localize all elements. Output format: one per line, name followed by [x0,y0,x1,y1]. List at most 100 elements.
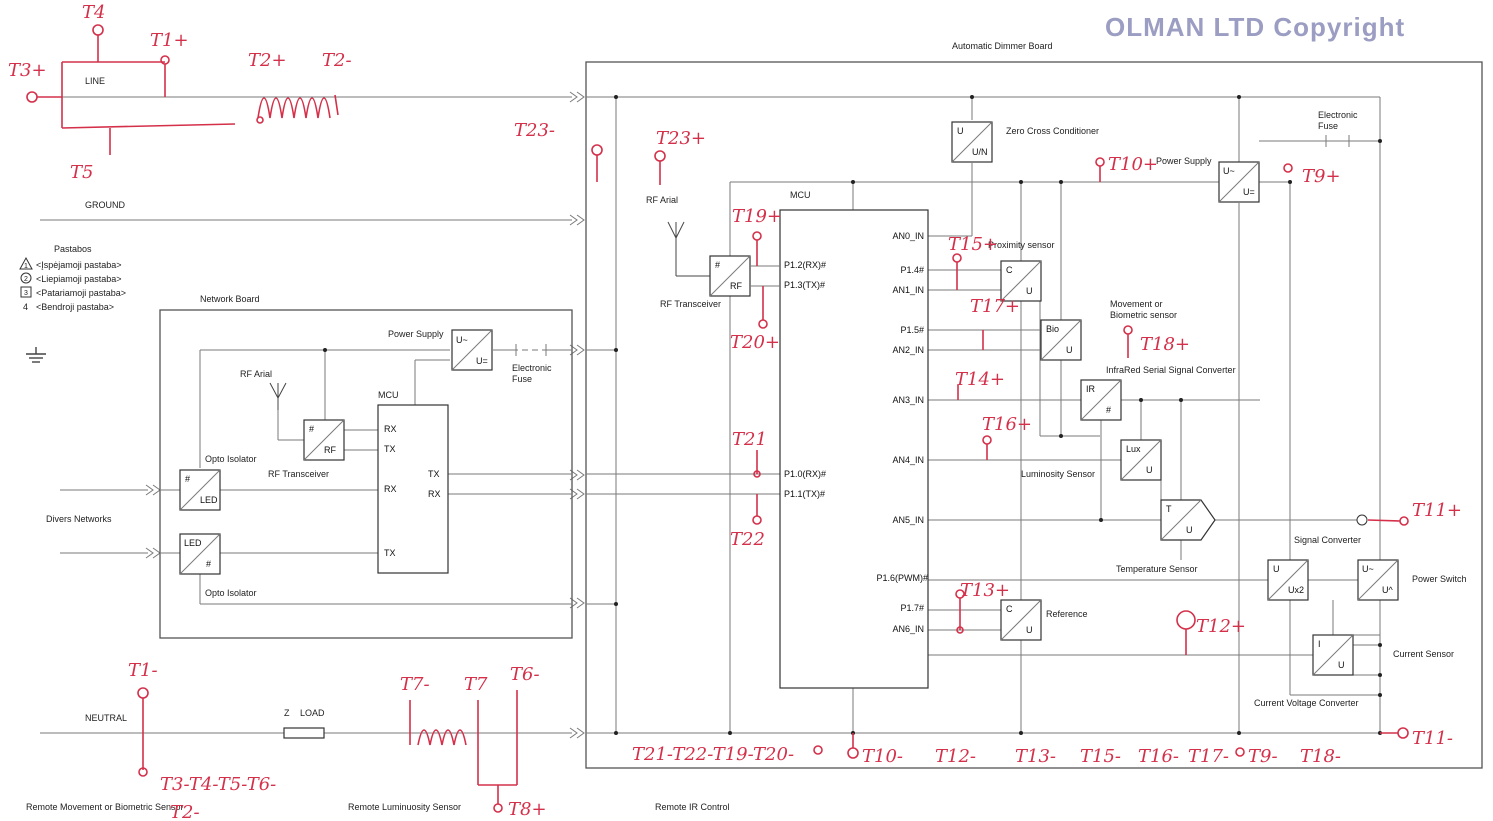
warning-triangle-icon [19,256,33,270]
proximity-out: U [1026,286,1033,296]
dimmer-rf-transceiver-label: RF Transceiver [660,299,721,309]
output-terminal [1356,514,1368,526]
tp-t2-plus: T2+ [248,50,287,71]
network-power-supply-label: Power Supply [388,329,444,339]
network-rf-out: RF [324,445,336,455]
tp-t16-minus: T16- [1138,746,1179,767]
opto2-out: # [206,559,211,569]
tp-t11-minus: T11- [1412,728,1453,749]
opto1-out: LED [200,495,218,505]
network-board: Network Board RF Arial U~ [159,294,573,639]
dimmer-antenna-icon [667,221,710,277]
mcu-pin-an6: AN6_IN [892,624,924,634]
tp-t13-plus: T13+ [960,580,1010,601]
tp-t7: T7 [464,674,488,695]
mcu-pin-p17: P1.7# [900,603,924,613]
network-mcu-pin-rx3: RX [384,484,397,494]
remote-luminosity-label: Remote Luminuosity Sensor [348,802,461,812]
network-mcu-pin-tx1: TX [384,444,396,454]
tp-t15-plus: T15+ [948,234,998,255]
opto2-in: LED [184,538,202,548]
ir-converter-label: InfraRed Serial Signal Converter [1106,365,1236,375]
network-rf-in: # [309,424,314,434]
mcu-pin-p12: P1.2(RX)# [784,260,826,270]
tp-t7-minus: T7- [400,674,430,695]
zero-cross-out: U/N [972,147,988,157]
circle-mark-icon [20,272,32,284]
legend-mark-3: 3 [24,290,28,297]
tp-t21: T21 [732,429,767,450]
network-rf-arial-label: RF Arial [240,369,272,379]
mcu-pin-an4: AN4_IN [892,455,924,465]
dimmer-board-title: Automatic Dimmer Board [952,41,1053,51]
mcu-pin-p14: P1.4# [900,265,924,275]
signal-in: U [1273,564,1280,574]
network-fuse-label-1: Electronic [512,363,552,373]
opto-bottom-label: Opto Isolator [205,588,257,598]
movement-label-2: Biometric sensor [1110,310,1177,320]
bio-out: U [1066,345,1073,355]
neutral-label: NEUTRAL [85,713,127,723]
tp-t2-minus-bottom: T2- [170,802,200,821]
legend-mark-4: 4 [23,302,28,312]
mcu-pin-p16: P1.6(PWM)# [876,573,928,583]
tp-bottom-left: T3-T4-T5-T6- [160,774,276,795]
tp-t23-plus: T23+ [656,128,706,149]
tp-t17-minus: T17- [1188,746,1229,767]
mcu-pin-p13: P1.3(TX)# [784,280,825,290]
mcu-pin-an0: AN0_IN [892,231,924,241]
current-sensor-label: Current Sensor [1393,649,1454,659]
legend-item-4: <Bendroji pastaba> [36,302,114,312]
ir-in: IR [1086,384,1096,394]
ground-label: GROUND [85,200,125,210]
dimmer-power-supply-label: Power Supply [1156,156,1212,166]
proximity-in: C [1006,265,1013,275]
cv-converter-label: Current Voltage Converter [1254,698,1359,708]
dimmer-rf-in: # [715,260,720,270]
network-mcu-pin-rx2: RX [428,489,441,499]
mcu-pin-p11: P1.1(TX)# [784,489,825,499]
network-mcu-pin-tx2: TX [428,469,440,479]
tp-t12-minus: T12- [935,746,976,767]
reference-label: Reference [1046,609,1088,619]
signal-converter-label: Signal Converter [1294,535,1361,545]
dimmer-fuse-label-2: Fuse [1318,121,1338,131]
tp-t8-plus: T8+ [508,799,547,820]
lux-out: U [1146,465,1153,475]
dimmer-board: Automatic Dimmer Board [585,41,1483,769]
proximity-label: Proximity sensor [988,240,1055,250]
signal-out: Ux2 [1288,585,1304,595]
tp-t17-plus: T17+ [970,296,1020,317]
remote-movement-label: Remote Movement or Biometric Sensor [26,802,184,812]
mcu-pin-an5: AN5_IN [892,515,924,525]
temp-out: U [1186,525,1193,535]
tp-t11-plus: T11+ [1412,500,1462,521]
tp-t12-plus: T12+ [1196,616,1246,637]
legend-title: Pastabos [54,244,92,254]
network-mcu-pin-rx1: RX [384,424,397,434]
tp-t1-minus: T1- [128,660,158,681]
dimmer-ps-in: U~ [1223,166,1235,176]
tp-t15-minus: T15- [1080,746,1121,767]
network-ps-in: U~ [456,335,468,345]
tp-t19-plus: T19+ [732,206,782,227]
load-resistor [283,727,325,739]
dimmer-rf-arial-label: RF Arial [646,195,678,205]
tp-t22: T22 [730,529,765,550]
tp-t9-minus: T9- [1248,746,1278,767]
reference-out: U [1026,625,1033,635]
divers-networks-label: Divers Networks [46,514,112,524]
network-mcu-pin-tx3: TX [384,548,396,558]
legend-mark-2: 2 [24,276,28,283]
tp-t18-plus: T18+ [1140,334,1190,355]
tp-t1-plus: T1+ [150,30,189,51]
current-in: I [1318,639,1321,649]
line-label: LINE [85,76,105,86]
antenna-icon [269,382,287,410]
tp-t14-plus: T14+ [955,369,1005,390]
network-ps-out: U= [476,356,488,366]
legend-item-1: <Įspėjamoji pastaba> [36,260,122,270]
tp-t6-minus: T6- [510,664,540,685]
tp-t13-minus: T13- [1015,746,1056,767]
